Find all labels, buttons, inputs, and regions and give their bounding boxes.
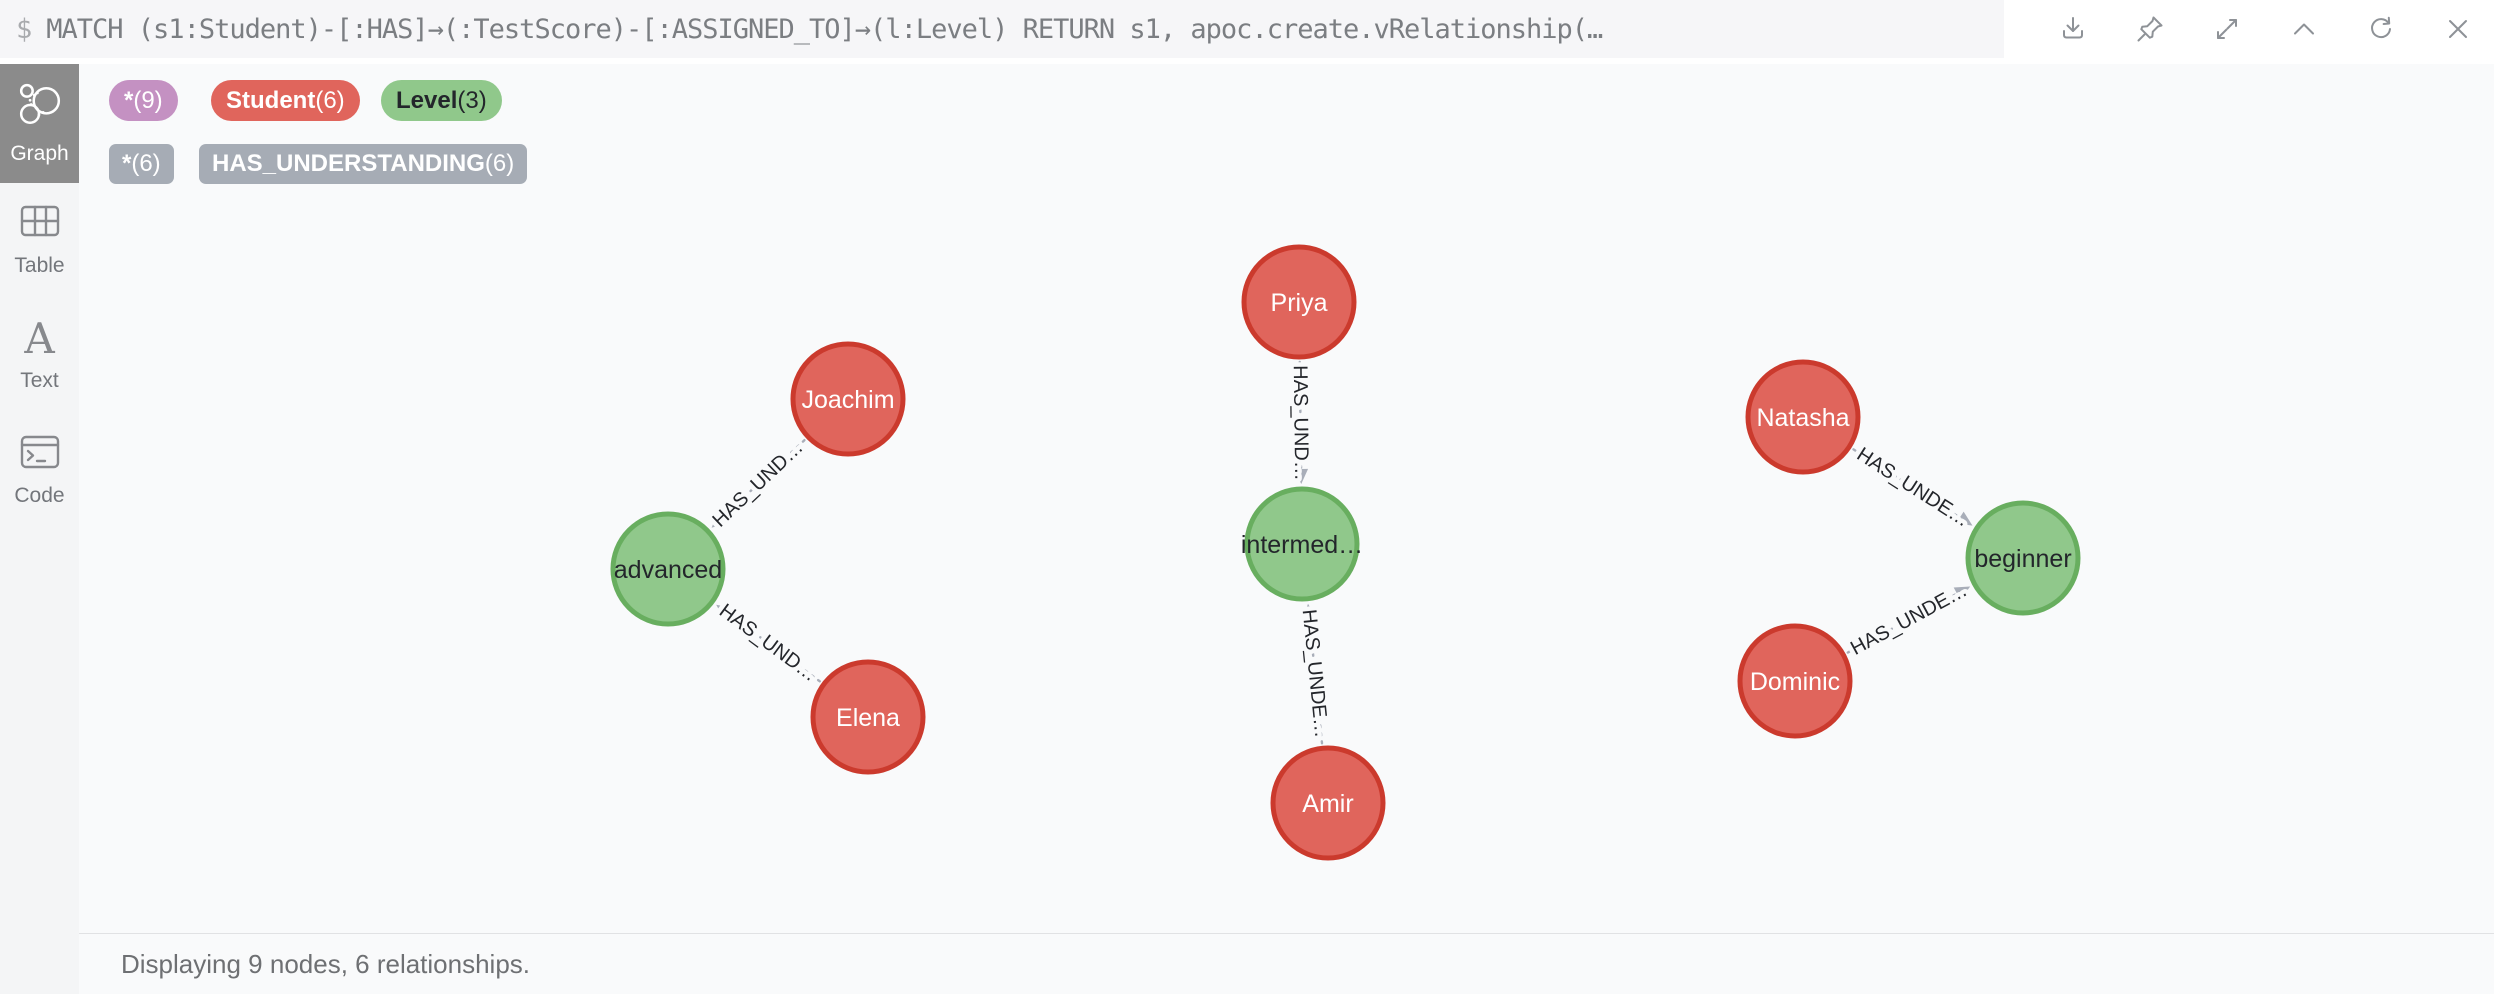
graph-node-priya[interactable]: Priya [1241, 244, 1357, 360]
query-input[interactable]: $ MATCH (s1:Student)-[:HAS]→(:TestScore)… [0, 0, 2004, 58]
graph-canvas[interactable]: HAS_UND… HAS_UND… HAS_UND… HAS_UNDE… HAS_UND… [79, 64, 2494, 933]
status-bar: Displaying 9 nodes, 6 relationships. [79, 933, 2494, 994]
tab-table[interactable]: Table [0, 183, 79, 298]
collapse-icon[interactable] [2288, 13, 2320, 45]
edge-label: HAS_UNDE… [1298, 608, 1333, 738]
graph-node-intermediate[interactable]: intermed… [1241, 486, 1363, 602]
legend-pill-level[interactable]: Level(3) [381, 80, 502, 121]
graph-icon [17, 82, 63, 133]
pill-count: (3) [457, 86, 487, 114]
graph-edge-elena-advanced[interactable]: HAS_UND… [711, 595, 826, 690]
edge-label: HAS_UNDE… [1853, 443, 1973, 531]
edge-label: HAS_UND… [1289, 365, 1312, 481]
pill-count: (6) [484, 150, 515, 177]
refresh-icon[interactable] [2365, 13, 2397, 45]
cypher-query-text: MATCH (s1:Student)-[:HAS]→(:TestScore)-[… [46, 13, 1603, 45]
view-mode-sidebar: Graph Table A Text Code [0, 64, 79, 994]
edge-label: HAS_UNDE… [1847, 579, 1971, 660]
graph-node-beginner[interactable]: beginner [1965, 500, 2081, 616]
graph-visualization: HAS_UND… HAS_UND… HAS_UND… HAS_UNDE… HAS_UND… [610, 244, 2081, 861]
pin-icon[interactable] [2134, 13, 2166, 45]
pill-label: * [122, 150, 132, 177]
pill-label: * [124, 86, 134, 114]
tab-graph-label: Graph [10, 141, 69, 165]
graph-node-joachim[interactable]: Joachim [790, 341, 906, 457]
graph-node-dominic[interactable]: Dominic [1737, 623, 1853, 739]
code-icon [19, 434, 61, 475]
legend-pill-all-relationships[interactable]: *(6) [109, 144, 174, 184]
graph-node-amir[interactable]: Amir [1270, 745, 1386, 861]
pill-count: (9) [133, 86, 163, 114]
legend-pill-student[interactable]: Student(6) [211, 80, 360, 121]
pill-label: Level [396, 86, 458, 114]
tab-graph[interactable]: Graph [0, 64, 79, 183]
frame-actions [2057, 0, 2474, 58]
graph-node-elena[interactable]: Elena [810, 659, 926, 775]
graph-edge-dominic-beginner[interactable]: HAS_UNDE… [1843, 575, 1976, 665]
tab-code[interactable]: Code [0, 413, 79, 528]
graph-edge-priya-intermediate[interactable]: HAS_UND… [1284, 361, 1316, 486]
result-summary: Displaying 9 nodes, 6 relationships. [121, 948, 531, 979]
prompt-symbol: $ [16, 13, 33, 45]
legend-pill-has-understanding[interactable]: HAS_UNDERSTANDING(6) [199, 144, 528, 184]
edge-label: HAS_UND… [708, 436, 807, 531]
pill-label: HAS_UNDERSTANDING [212, 150, 485, 177]
table-icon [19, 204, 61, 245]
close-icon[interactable] [2442, 13, 2474, 45]
tab-table-label: Table [14, 253, 65, 277]
graph-node-advanced[interactable]: advanced [610, 511, 726, 627]
graph-edge-joachim-advanced[interactable]: HAS_UND… [704, 432, 812, 536]
edge-label: HAS_UND… [715, 600, 821, 686]
graph-node-natasha[interactable]: Natasha [1745, 359, 1861, 475]
fullscreen-icon[interactable] [2211, 13, 2243, 45]
graph-edge-amir-intermediate[interactable]: HAS_UNDE… [1293, 603, 1337, 745]
tab-text[interactable]: A Text [0, 298, 79, 413]
graph-edge-natasha-beginner[interactable]: HAS_UNDE… [1848, 439, 1977, 536]
legend-pill-all-nodes[interactable]: *(9) [109, 80, 178, 121]
tab-code-label: Code [14, 483, 65, 507]
pill-count: (6) [315, 86, 345, 114]
query-bar: $ MATCH (s1:Student)-[:HAS]→(:TestScore)… [0, 0, 2494, 64]
download-icon[interactable] [2057, 13, 2089, 45]
pill-label: Student [226, 86, 316, 114]
pill-count: (6) [131, 150, 161, 177]
text-icon: A [24, 314, 55, 363]
tab-text-label: Text [20, 369, 59, 392]
